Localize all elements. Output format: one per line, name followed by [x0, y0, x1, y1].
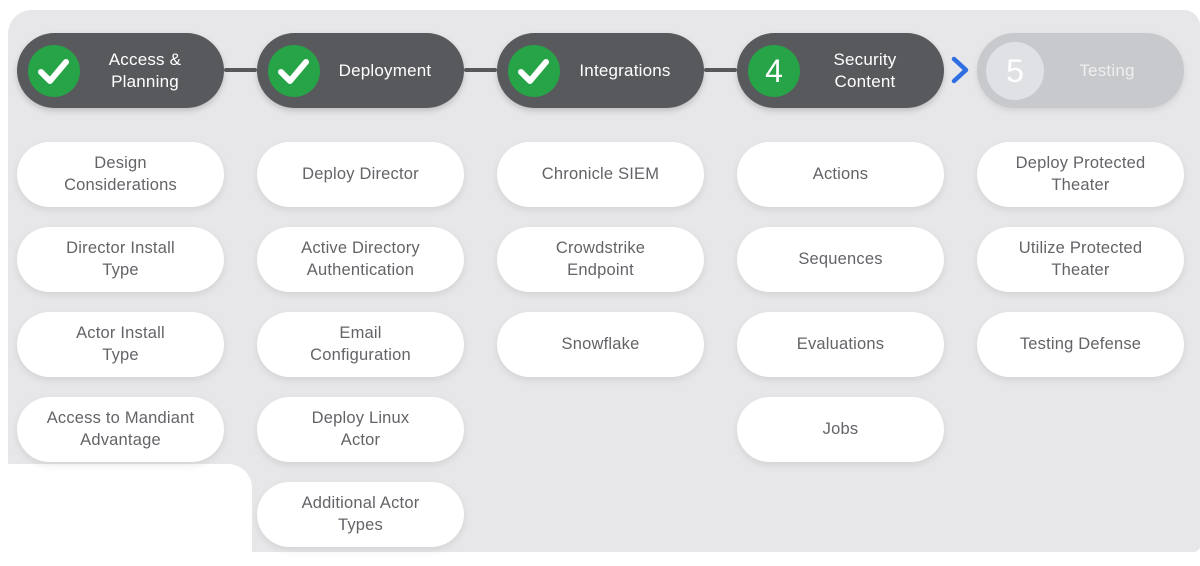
item-pill-deploy-linux-actor[interactable]: Deploy Linux Actor: [257, 397, 464, 462]
item-pill-crowdstrike-endpoint[interactable]: Crowdstrike Endpoint: [497, 227, 704, 292]
item-pill-sequences[interactable]: Sequences: [737, 227, 944, 292]
completed-circle: [268, 44, 320, 97]
stage-pill-deployment[interactable]: Deployment: [257, 33, 464, 108]
item-pill-evaluations[interactable]: Evaluations: [737, 312, 944, 377]
chevron-right-icon: [951, 56, 969, 84]
stage-connector: [224, 68, 257, 72]
item-pill-snowflake[interactable]: Snowflake: [497, 312, 704, 377]
check-icon: [518, 58, 549, 84]
upcoming-step-circle: 5: [986, 41, 1044, 100]
stage-label: Testing: [1079, 60, 1135, 80]
item-pill-actor-install-type[interactable]: Actor Install Type: [17, 312, 224, 377]
stage-connector: [704, 68, 737, 72]
completed-circle: [508, 44, 560, 97]
stage-number: 4: [765, 52, 783, 89]
background-notch: [0, 464, 252, 566]
item-pill-deploy-protected-theater[interactable]: Deploy Protected Theater: [977, 142, 1184, 207]
item-pill-chronicle-siem[interactable]: Chronicle SIEM: [497, 142, 704, 207]
item-pill-active-directory-authentication[interactable]: Active Directory Authentication: [257, 227, 464, 292]
stage-number: 5: [1006, 52, 1024, 89]
item-pill-actions[interactable]: Actions: [737, 142, 944, 207]
stage-label: Security Content: [833, 50, 897, 91]
stage-label: Deployment: [338, 60, 432, 80]
stage-connector: [464, 68, 497, 72]
item-pill-additional-actor-types[interactable]: Additional Actor Types: [257, 482, 464, 547]
item-pill-testing-defense[interactable]: Testing Defense: [977, 312, 1184, 377]
check-icon: [38, 58, 69, 84]
current-step-circle: 4: [748, 44, 800, 97]
stage-pill-integrations[interactable]: Integrations: [497, 33, 704, 108]
item-pill-access-to-mandiant-advantage[interactable]: Access to Mandiant Advantage: [17, 397, 224, 462]
item-pill-director-install-type[interactable]: Director Install Type: [17, 227, 224, 292]
item-pill-email-configuration[interactable]: Email Configuration: [257, 312, 464, 377]
completed-circle: [28, 44, 80, 97]
stage-label: Access & Planning: [108, 50, 182, 91]
stage-pill-access-planning[interactable]: Access & Planning: [17, 33, 224, 108]
check-icon: [278, 58, 309, 84]
item-pill-design-considerations[interactable]: Design Considerations: [17, 142, 224, 207]
stage-label: Integrations: [579, 60, 671, 80]
item-pill-utilize-protected-theater[interactable]: Utilize Protected Theater: [977, 227, 1184, 292]
item-pill-deploy-director[interactable]: Deploy Director: [257, 142, 464, 207]
stage-pill-security-content[interactable]: 4 Security Content: [737, 33, 944, 108]
stage-pill-testing[interactable]: 5 Testing: [977, 33, 1184, 108]
item-pill-jobs[interactable]: Jobs: [737, 397, 944, 462]
